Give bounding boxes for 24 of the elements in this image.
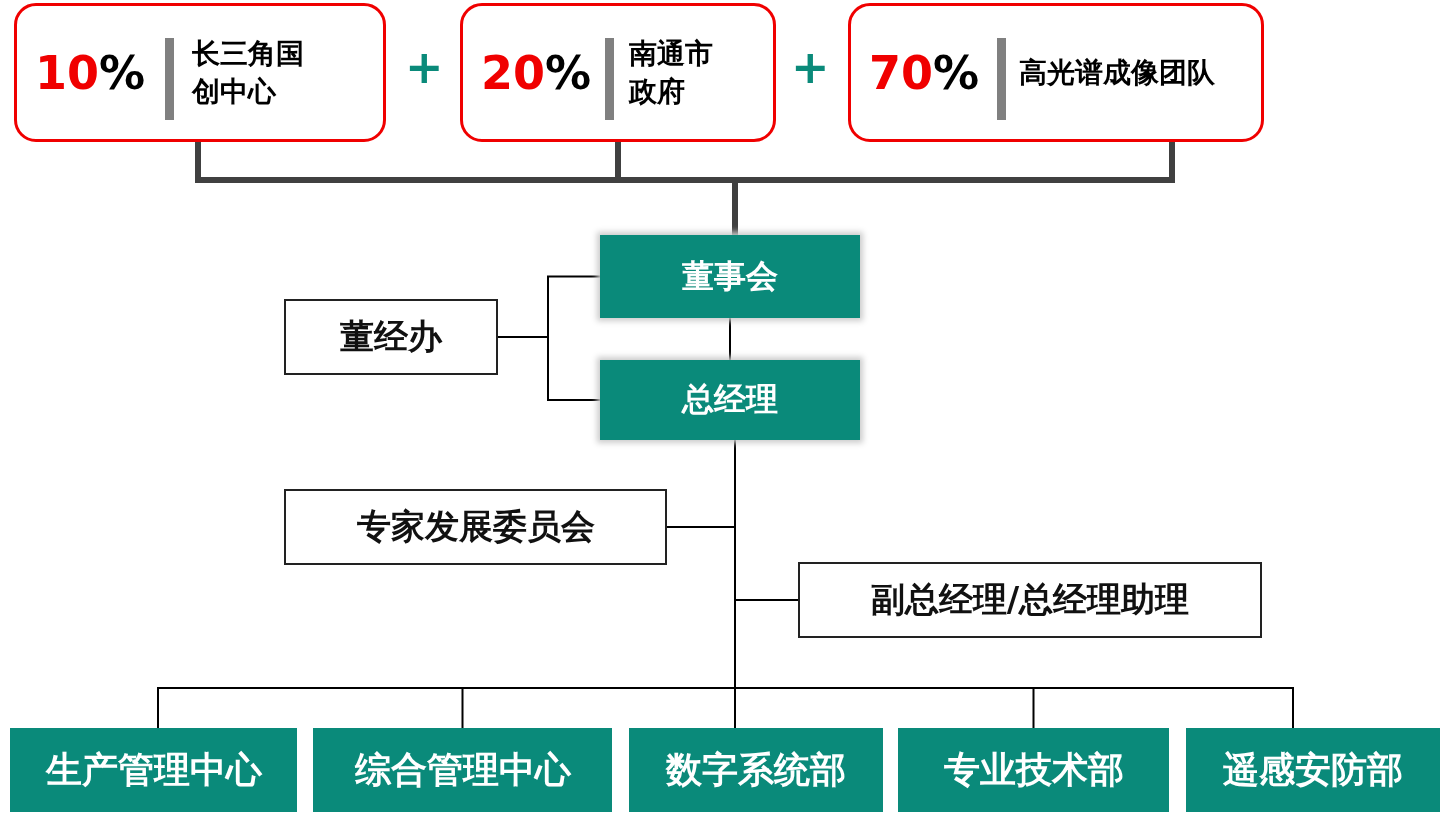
shareholder-name: 南通市政府 — [629, 35, 714, 110]
percentage-text: 70% — [869, 45, 980, 100]
percentage-text: 20% — [481, 45, 592, 100]
shareholder-box — [14, 3, 386, 142]
shareholder-box — [460, 3, 776, 142]
percentage-text: 10% — [35, 45, 146, 100]
office-box: 董经办 — [284, 299, 498, 375]
connector-line — [732, 142, 1175, 235]
plus-sign: + — [791, 40, 830, 94]
shareholder-name: 高光谱成像团队 — [1019, 54, 1216, 91]
connector-line — [497, 336, 601, 401]
committee-box: 专家发展委员会 — [284, 489, 667, 565]
department-box: 专业技术部 — [898, 728, 1169, 812]
shareholder-name: 长三角国创中心 — [192, 35, 305, 110]
board-box: 董事会 — [600, 235, 860, 318]
shareholder-box — [848, 3, 1264, 142]
department-box: 数字系统部 — [629, 728, 883, 812]
department-box: 综合管理中心 — [313, 728, 612, 812]
connector-line — [729, 317, 731, 361]
department-box: 遥感安防部 — [1186, 728, 1440, 812]
manager-box: 总经理 — [600, 360, 860, 440]
assistant-box: 副总经理/总经理助理 — [798, 562, 1262, 638]
plus-sign: + — [405, 40, 444, 94]
department-box: 生产管理中心 — [10, 728, 297, 812]
